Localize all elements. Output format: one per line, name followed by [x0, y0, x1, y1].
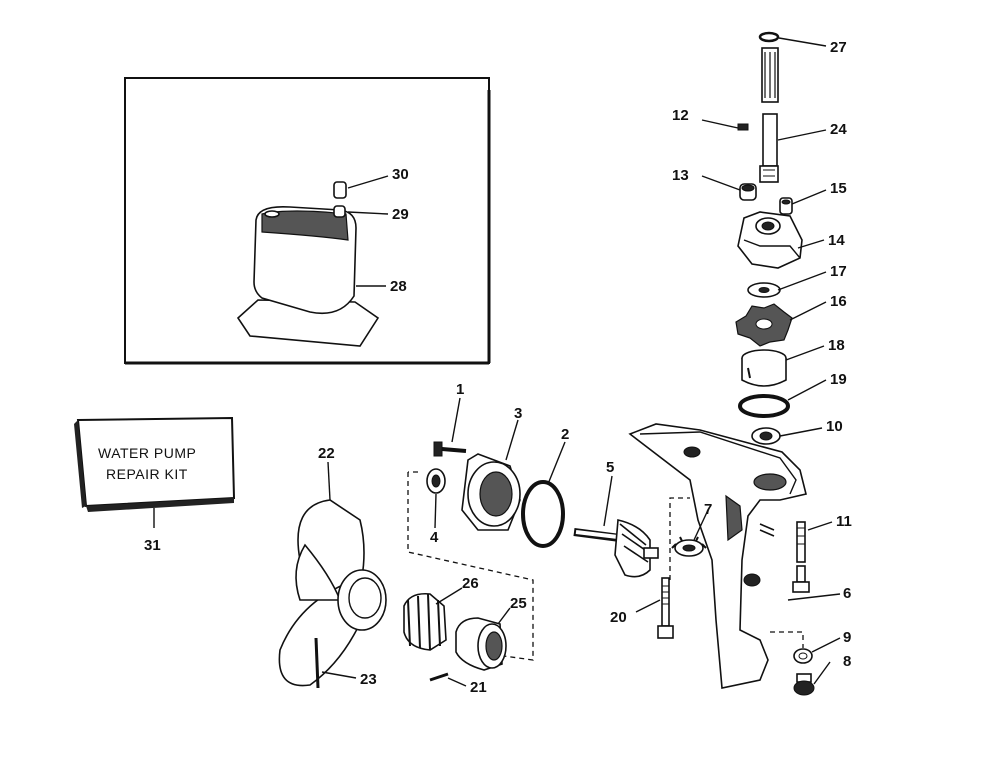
callout-19: 19 — [830, 371, 847, 388]
callout-16: 16 — [830, 293, 847, 310]
pump-housing-14 — [737, 211, 803, 269]
screw-20 — [657, 577, 674, 639]
callout-11: 11 — [836, 513, 852, 530]
liner-18 — [741, 349, 787, 387]
grommet-29 — [333, 205, 346, 218]
screw-12 — [737, 123, 749, 131]
callout-29: 29 — [392, 206, 409, 223]
gearcase-6 — [628, 423, 807, 689]
drive-shaft-24 — [759, 47, 779, 183]
cotter-pin-23 — [314, 637, 320, 689]
kit-label-line2: REPAIR KIT — [106, 466, 188, 482]
gear-25 — [455, 617, 507, 671]
callout-12: 12 — [672, 107, 689, 124]
seal-10 — [751, 427, 781, 445]
callout-1: 1 — [456, 381, 464, 398]
sleeve-30 — [333, 181, 347, 199]
callout-28: 28 — [390, 278, 407, 295]
dashed-bracket — [407, 472, 534, 661]
propeller — [278, 499, 387, 687]
callout-18: 18 — [828, 337, 845, 354]
callout-24: 24 — [830, 121, 847, 138]
callout-9: 9 — [843, 629, 851, 646]
callout-25: 25 — [510, 595, 527, 612]
callout-30: 30 — [392, 166, 409, 183]
callout-3: 3 — [514, 405, 522, 422]
callout-5: 5 — [606, 459, 614, 476]
clutch-dog-26 — [403, 592, 447, 651]
callout-6: 6 — [843, 585, 851, 602]
callout-20: 20 — [610, 609, 627, 626]
plate-17 — [747, 282, 781, 298]
callout-21: 21 — [470, 679, 487, 696]
callout-4: 4 — [430, 529, 439, 546]
callout-10: 10 — [826, 418, 843, 435]
callout-26: 26 — [462, 575, 479, 592]
callout-14: 14 — [828, 232, 845, 249]
exhaust-housing — [236, 205, 380, 347]
callout-27: 27 — [830, 39, 847, 56]
stud-11 — [792, 521, 810, 593]
impeller-16 — [735, 303, 793, 347]
washer-4 — [426, 468, 446, 494]
o-ring-2 — [521, 480, 565, 548]
screw-15 — [779, 197, 793, 215]
callout-31: 31 — [144, 537, 161, 554]
bearing-housing-3 — [461, 453, 521, 531]
kit-label-line1: WATER PUMP — [98, 445, 196, 461]
callout-23: 23 — [360, 671, 377, 688]
callout-7: 7 — [704, 501, 712, 518]
plug-8 — [793, 673, 815, 696]
gasket-19 — [738, 394, 790, 418]
pinion-gear-7 — [671, 536, 707, 557]
callouts: 1 2 3 4 5 6 7 8 9 10 11 12 13 14 15 16 1… — [144, 39, 852, 696]
callout-17: 17 — [830, 263, 847, 280]
pin-21 — [429, 672, 449, 682]
callout-15: 15 — [830, 180, 847, 197]
leader-lines — [153, 37, 841, 687]
bolt-1 — [433, 441, 467, 457]
callout-8: 8 — [843, 653, 851, 670]
callout-2: 2 — [561, 426, 569, 443]
prop-shaft-gear-5 — [573, 519, 659, 578]
o-ring-27 — [758, 31, 780, 43]
seal-13 — [739, 183, 757, 201]
callout-22: 22 — [318, 445, 335, 462]
repair-kit-box — [74, 416, 236, 512]
callout-13: 13 — [672, 167, 689, 184]
washer-9 — [793, 648, 813, 664]
